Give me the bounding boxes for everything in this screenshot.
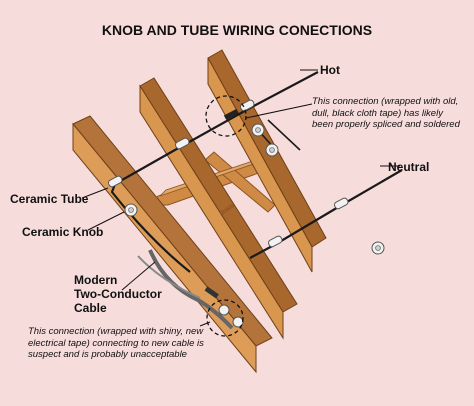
old-splice [223, 108, 239, 120]
new-connection-highlight [206, 299, 244, 337]
hot-label: Hot [320, 63, 340, 77]
page-title: KNOB AND TUBE WIRING CONECTIONS [101, 22, 373, 38]
ceramic-knob-label: Ceramic Knob [22, 225, 104, 239]
new-connection-note: This connection (wrapped with shiny, new… [28, 326, 204, 360]
old-connection-highlight [205, 95, 247, 137]
new-splice [204, 286, 219, 299]
ceramic-knob [124, 123, 385, 328]
ceramic-tube-label: Ceramic Tube [10, 192, 89, 206]
modern-cable [148, 249, 234, 330]
ceramic-tube [107, 99, 349, 248]
modern-cable-label: Modern Two-Conductor Cable [74, 273, 162, 315]
leader-lines [81, 69, 400, 327]
neutral-label: Neutral [388, 160, 430, 174]
neutral-wire [249, 169, 403, 259]
old-connection-note: This connection (wrapped with old, dull,… [312, 96, 460, 130]
hot-wire [110, 71, 319, 273]
